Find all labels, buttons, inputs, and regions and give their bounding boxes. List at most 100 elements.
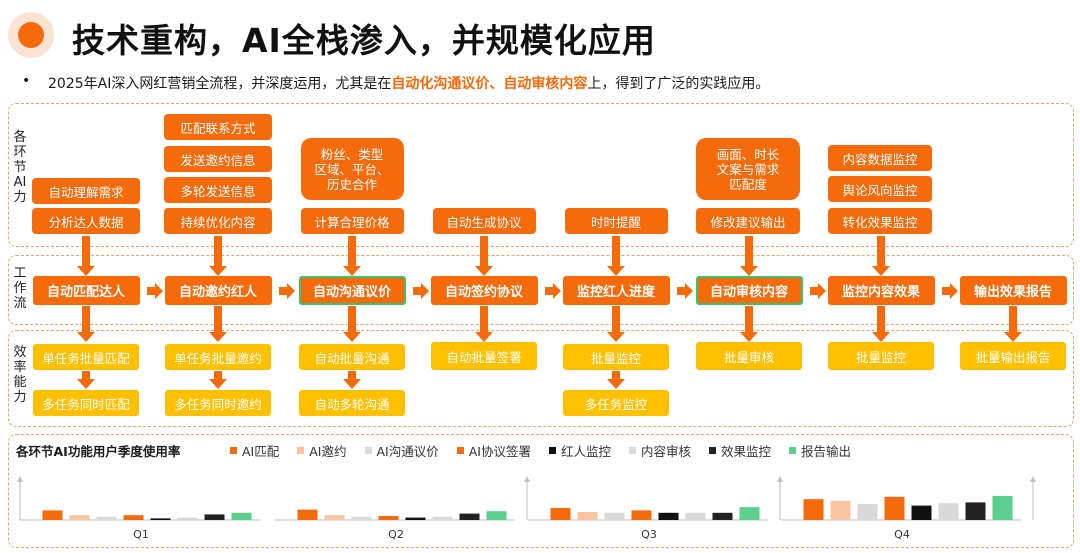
bar-AI沟通议价: [604, 512, 625, 520]
bar-AI邀约: [830, 500, 851, 520]
ai-panel: [8, 103, 1074, 247]
efficiency-box: 多任务同时邀约: [165, 390, 271, 416]
bar-AI协议签署: [123, 515, 144, 520]
chart-legend: AI匹配 AI邀约 AI沟通议价 AI协议签署 红人监控 内容审核 效果监控 报告输出: [230, 441, 851, 460]
efficiency-box: 批量审核: [696, 342, 802, 370]
legend-item: AI匹配: [230, 441, 279, 460]
efficiency-label-char: 能: [13, 375, 27, 390]
bar-AI沟通议价: [351, 516, 372, 520]
ai-box-line: 画面、时长: [716, 146, 780, 162]
workflow-step: 自动审核内容: [695, 276, 803, 305]
efficiency-box: 自动批量签署: [431, 342, 537, 370]
ai-box: 计算合理价格: [300, 208, 404, 234]
down-arrow-icon: [343, 236, 361, 276]
efficiency-label-char: 率: [13, 360, 27, 375]
efficiency-box: 批量输出报告: [960, 342, 1066, 370]
workflow-step: 输出效果报告: [959, 276, 1067, 305]
legend-swatch: [364, 447, 372, 454]
ai-label-char: AI: [13, 175, 27, 190]
bar-效果监控: [965, 502, 986, 520]
bar-AI沟通议价: [96, 516, 117, 520]
down-arrow-icon: [872, 306, 890, 342]
chart-panel: [8, 434, 1074, 548]
bar-效果监控: [712, 512, 733, 520]
right-arrow-icon: [809, 282, 826, 299]
bar-红人监控: [150, 518, 171, 520]
legend-swatch: [230, 447, 237, 454]
legend-label: AI沟通议价: [376, 444, 439, 459]
bar-红人监控: [405, 517, 426, 520]
workflow-step: 监控内容效果: [827, 276, 935, 305]
right-arrow-icon: [676, 282, 693, 299]
bar-内容审核: [938, 503, 959, 520]
workflow-label-char: 流: [13, 296, 27, 311]
efficiency-box: 单任务批量匹配: [33, 344, 139, 370]
legend-swatch: [709, 447, 717, 454]
ai-box-line: 区域、平台、: [314, 161, 390, 177]
ai-box: 持续优化内容: [164, 208, 272, 234]
axis-arrow-icon: [17, 476, 23, 482]
workflow-panel: [8, 255, 1074, 325]
ai-box: 转化效果监控: [828, 208, 932, 234]
bar-内容审核: [685, 512, 706, 520]
legend-label: 内容审核: [641, 444, 692, 459]
down-arrow-icon: [1004, 306, 1022, 342]
right-arrow-icon: [412, 282, 429, 299]
workflow-step: 自动沟通议价: [298, 276, 406, 305]
down-arrow-icon: [343, 306, 361, 342]
down-arrow-icon: [607, 236, 625, 276]
down-arrow-icon: [475, 236, 493, 276]
bar-红人监控: [658, 512, 679, 520]
bar-报告输出: [992, 496, 1013, 520]
ai-box: 匹配联系方式: [164, 114, 272, 140]
bar-报告输出: [486, 511, 507, 520]
efficiency-box: 批量监控: [563, 344, 669, 370]
efficiency-box: 自动批量沟通: [299, 344, 405, 370]
legend-swatch: [297, 447, 305, 454]
legend-swatch: [549, 447, 556, 454]
down-arrow-icon: [740, 236, 758, 276]
x-tick-label: Q4: [894, 528, 910, 541]
legend-item: 红人监控: [549, 441, 611, 460]
down-arrow-icon: [209, 371, 227, 389]
workflow-step: 自动匹配达人: [32, 276, 140, 305]
bar-报告输出: [231, 512, 252, 520]
down-arrow-icon: [475, 306, 493, 342]
legend-label: 效果监控: [721, 444, 772, 459]
x-tick-label: Q3: [641, 528, 657, 541]
right-arrow-icon: [146, 282, 163, 299]
ai-box-line: 粉丝、类型: [320, 146, 384, 162]
ai-box: 发送邀约信息: [164, 146, 272, 172]
ai-label-char: 各: [13, 130, 27, 145]
axis-arrow-icon: [777, 476, 783, 482]
down-arrow-icon: [872, 236, 890, 276]
legend-swatch: [789, 447, 797, 454]
legend-label: AI匹配: [242, 444, 280, 459]
page-subtitle: 2025年AI深入网红营销全流程，并深度运用，尤其是在自动化沟通议价、自动审核内…: [48, 73, 769, 93]
subtitle-post: 上，得到了广泛的实践应用。: [587, 76, 770, 92]
chart-title: 各环节AI功能用户季度使用率: [16, 444, 181, 459]
legend-label: AI邀约: [309, 444, 347, 459]
ai-label-char: 环: [13, 145, 27, 160]
legend-swatch: [629, 447, 637, 454]
ai-box: 自动生成协议: [432, 208, 536, 234]
bar-AI匹配: [803, 499, 824, 520]
legend-item: 内容审核: [629, 441, 691, 460]
right-arrow-icon: [941, 282, 958, 299]
legend-label: AI协议签署: [468, 444, 531, 459]
legend-label: 报告输出: [801, 444, 852, 459]
ai-box: 舆论风向监控: [828, 176, 932, 202]
bar-效果监控: [204, 514, 225, 520]
page-title: 技术重构，AI全栈渗入，并规模化应用: [72, 21, 656, 60]
down-arrow-icon: [209, 306, 227, 342]
ai-label-char: 节: [13, 160, 27, 175]
ai-box: 时时提醒: [564, 208, 668, 234]
bar-AI匹配: [42, 510, 63, 520]
down-arrow-icon: [740, 306, 758, 342]
legend-item: AI协议签署: [456, 441, 531, 460]
bar-内容审核: [177, 517, 198, 520]
right-arrow-icon: [544, 282, 561, 299]
bar-红人监控: [911, 505, 932, 520]
down-arrow-icon: [607, 371, 625, 389]
